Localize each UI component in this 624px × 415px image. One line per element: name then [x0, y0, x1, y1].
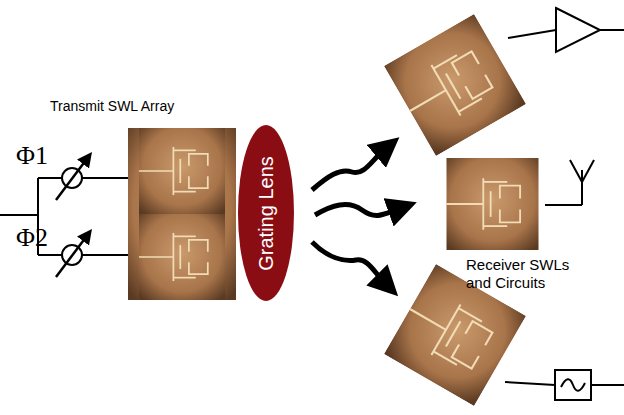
antenna-symbol: [545, 160, 594, 205]
phase-shifter: [56, 160, 86, 277]
array-node: Transmit SWL Array: [128, 128, 236, 300]
lens-shape: [238, 125, 294, 301]
filter-symbol: [505, 370, 624, 400]
beam-arrows: [312, 150, 398, 282]
lens-label: Grating Lens: [255, 156, 278, 271]
lens-node: Grating Lens: [238, 125, 294, 301]
amplifier-symbol: [508, 8, 624, 52]
phase-label: Φ1: [16, 140, 48, 171]
receiver-chip-photo: [384, 14, 539, 406]
receiver-label: Receiver SWLs and Circuits: [466, 256, 590, 292]
array-heading: Transmit SWL Array: [50, 98, 174, 114]
phase-label: Φ2: [16, 222, 48, 253]
transmit-chip-photo: [128, 128, 236, 300]
